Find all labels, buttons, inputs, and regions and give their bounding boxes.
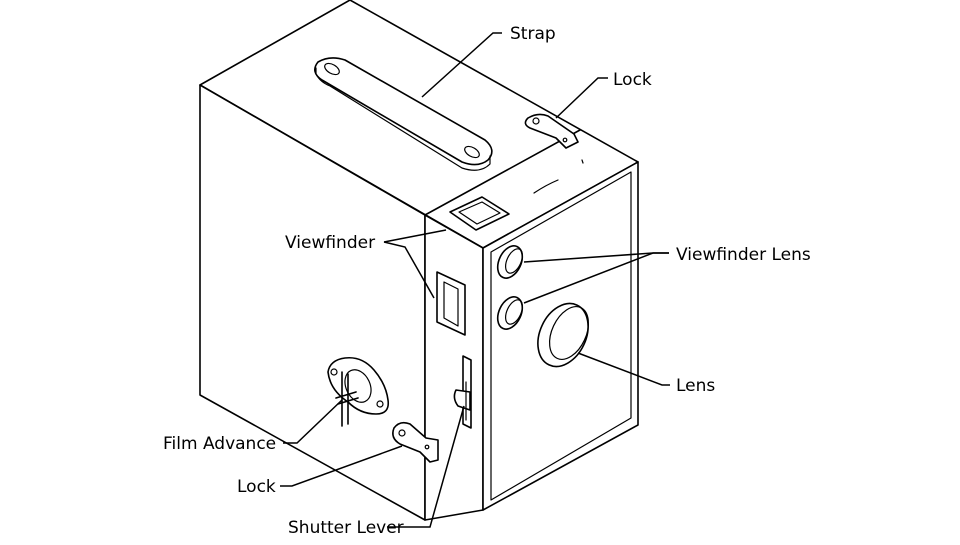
film-advance-knob bbox=[327, 356, 390, 427]
leader-lines bbox=[280, 32, 670, 528]
strap-rivet-left bbox=[324, 62, 340, 76]
strap-rivet-right bbox=[464, 145, 480, 159]
bottom-lock-plate bbox=[392, 421, 439, 463]
film-advance-leader bbox=[283, 399, 343, 444]
film-advance-screw-1 bbox=[330, 368, 338, 376]
strap bbox=[314, 57, 493, 171]
camera-front-strip bbox=[424, 214, 484, 521]
side-viewfinder bbox=[436, 271, 466, 336]
lock-bottom-label: Lock bbox=[237, 477, 276, 497]
side-viewfinder-glass bbox=[443, 281, 459, 327]
shutter-lever-label: Shutter Lever bbox=[288, 518, 404, 538]
main-lens bbox=[537, 302, 590, 368]
film-advance-screw-2 bbox=[376, 400, 384, 408]
lock-top-leader bbox=[555, 77, 608, 119]
bottom-lock bbox=[392, 421, 439, 463]
viewfinder-lens-leader-b bbox=[523, 252, 669, 304]
viewfinder-label: Viewfinder bbox=[285, 233, 375, 253]
front-face-border bbox=[490, 171, 632, 501]
viewfinder-lens-upper-inner bbox=[505, 248, 523, 274]
viewfinder-lens-label: Viewfinder Lens bbox=[676, 245, 811, 265]
top-lock-hole bbox=[532, 117, 540, 125]
top-viewfinder bbox=[449, 179, 559, 231]
lens-leader bbox=[577, 352, 670, 386]
viewfinder-lenses bbox=[496, 245, 524, 330]
labels: Strap Lock Viewfinder Viewfinder Lens Le… bbox=[163, 24, 811, 538]
film-advance-hub bbox=[344, 369, 372, 403]
lens-label: Lens bbox=[676, 376, 715, 396]
lock-bottom-leader bbox=[280, 445, 403, 487]
viewfinder-lens-lower-inner bbox=[505, 299, 523, 325]
top-viewfinder-frame bbox=[449, 196, 510, 231]
film-advance-label: Film Advance bbox=[163, 434, 276, 454]
top-lock bbox=[524, 113, 584, 164]
lock-top-label: Lock bbox=[613, 70, 652, 90]
strap-thickness bbox=[315, 67, 491, 171]
viewfinder-leader-b bbox=[383, 241, 435, 299]
bottom-lock-screw bbox=[424, 444, 430, 450]
shutter-lever-leader bbox=[387, 405, 465, 528]
strap-leader bbox=[421, 32, 502, 98]
top-viewfinder-glass bbox=[458, 201, 501, 225]
viewfinder-leader-a bbox=[383, 229, 447, 243]
top-lock-screw bbox=[562, 137, 568, 143]
top-slot bbox=[533, 179, 559, 194]
strap-label: Strap bbox=[510, 24, 556, 44]
main-lens-inner bbox=[548, 306, 590, 360]
top-lock-pin bbox=[581, 159, 584, 164]
viewfinder-housing-edge bbox=[424, 129, 581, 216]
shutter-lever bbox=[453, 355, 472, 429]
film-advance-key bbox=[335, 371, 359, 427]
bottom-lock-hole bbox=[398, 429, 406, 437]
